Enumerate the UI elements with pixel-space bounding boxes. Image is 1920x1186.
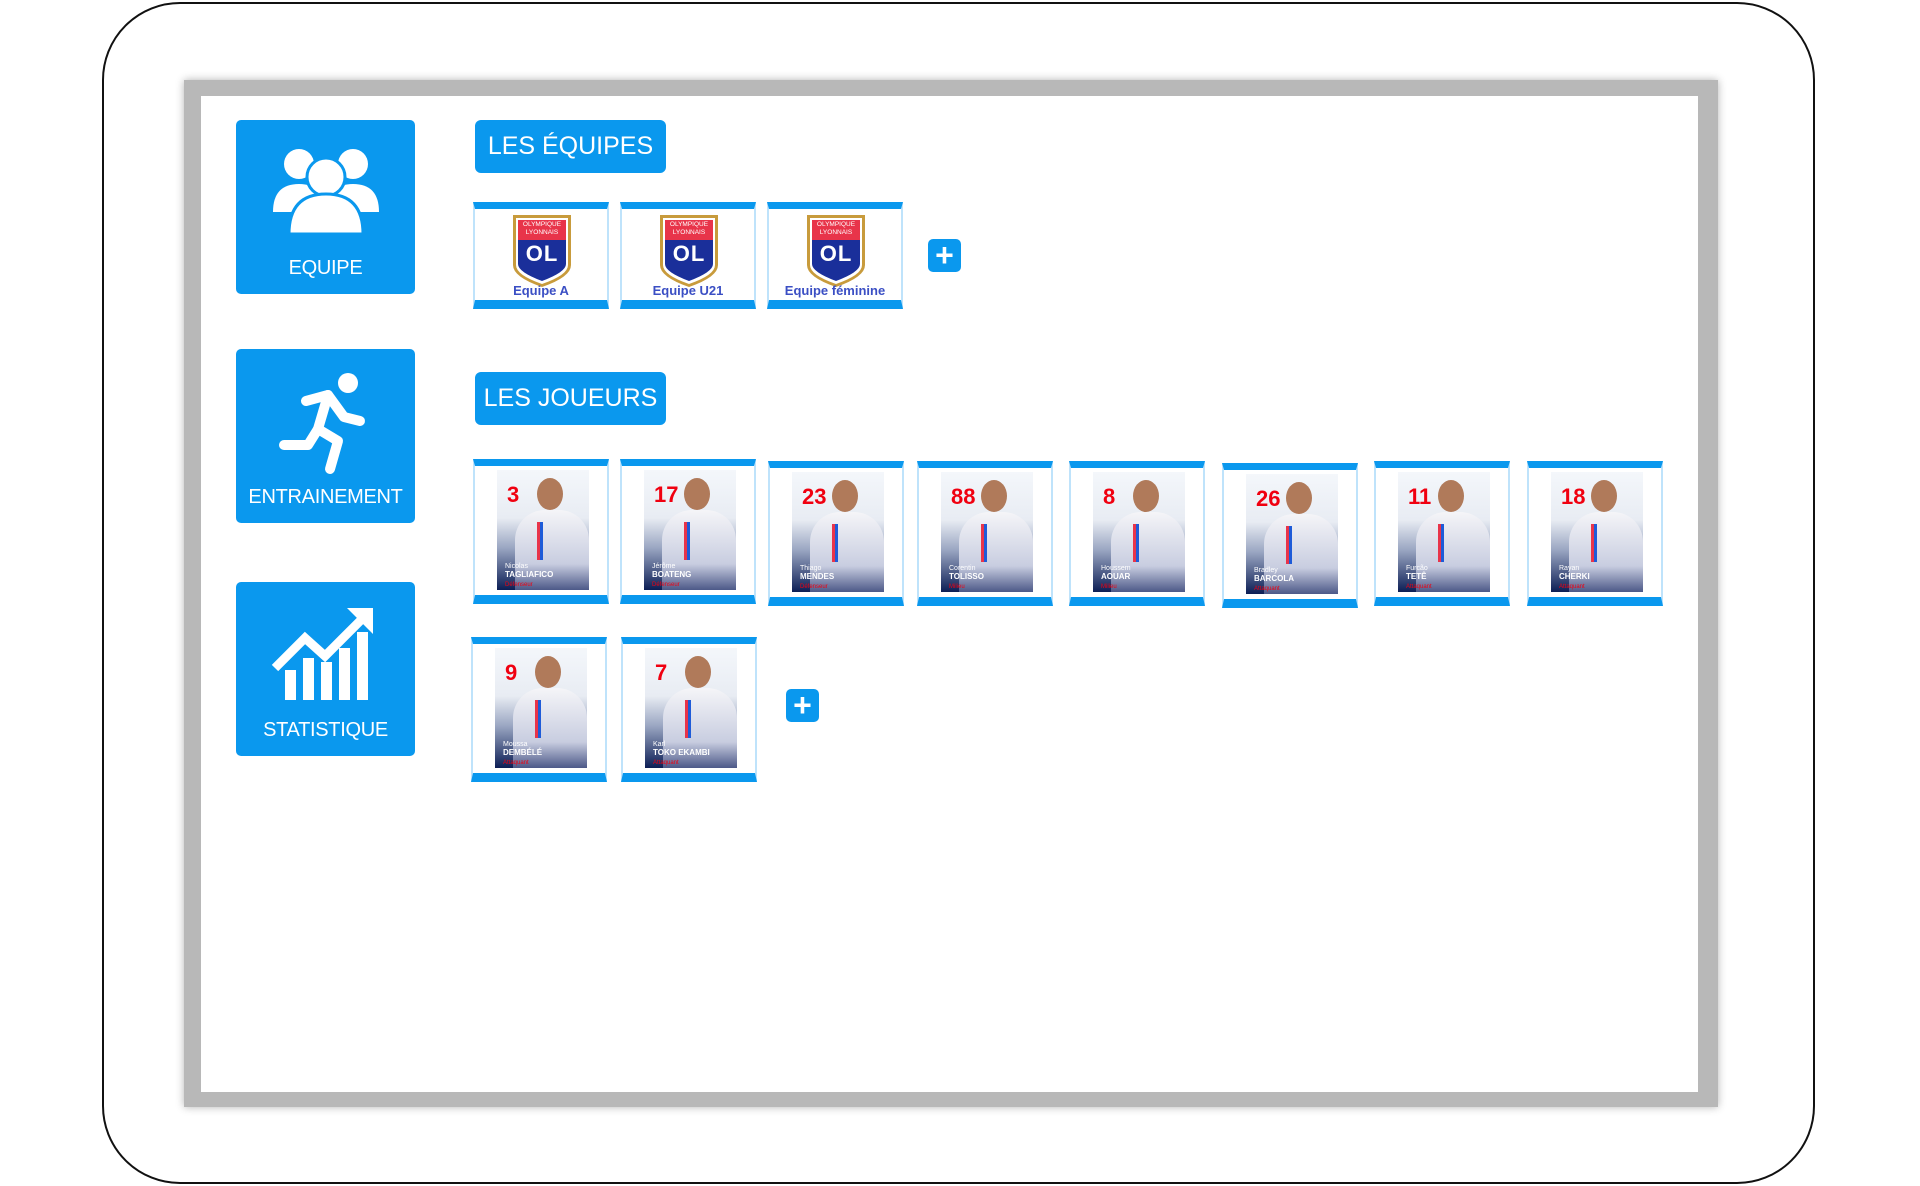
player-number: 17: [654, 482, 679, 507]
sidebar-item-label: EQUIPE: [288, 257, 363, 279]
player-position: Attaquant: [1406, 584, 1432, 590]
chart-growth-icon: [271, 608, 373, 700]
player-last-name: BOATENG: [652, 570, 692, 579]
team-name: Equipe féminine: [784, 283, 886, 298]
crest-text: OLYMPIQUE LYONNAIS OL: [522, 221, 562, 266]
ol-crest-logo: OLYMPIQUE LYONNAIS OL: [805, 213, 867, 289]
player-last-name: BARCOLA: [1254, 574, 1294, 583]
team-card[interactable]: OLYMPIQUE LYONNAIS OL Equipe U21: [620, 202, 756, 309]
player-number: 18: [1561, 484, 1586, 509]
player-last-name: DEMBÉLÉ: [503, 748, 543, 757]
player-number: 23: [802, 484, 827, 509]
player-last-name: TETÊ: [1406, 572, 1427, 581]
sidebar-item-label: STATISTIQUE: [263, 719, 388, 741]
player-first-name: Rayan: [1559, 565, 1580, 572]
player-last-name: TOKO EKAMBI: [653, 748, 710, 757]
player-position: Attaquant: [1559, 584, 1585, 590]
ol-crest-logo: OLYMPIQUE LYONNAIS OL: [511, 213, 573, 289]
users-icon: [272, 149, 379, 236]
crest-text: OLYMPIQUE LYONNAIS OL: [669, 221, 709, 266]
player-number: 3: [507, 482, 520, 507]
player-position: Milieu: [1101, 584, 1117, 590]
team-name: Equipe U21: [652, 283, 724, 298]
team-name: Equipe A: [513, 283, 569, 298]
player-first-name: Thiago: [800, 565, 822, 572]
add-player-button[interactable]: +: [786, 689, 819, 722]
running-icon: [278, 373, 365, 474]
crest-text: OLYMPIQUE LYONNAIS OL: [816, 221, 856, 266]
player-first-name: Karl: [653, 741, 666, 748]
player-position: Milieu: [949, 584, 965, 590]
teams-section-button[interactable]: LES ÉQUIPES: [475, 120, 666, 173]
player-first-name: Nicolas: [505, 563, 528, 570]
sidebar-item-entrainement[interactable]: ENTRAINEMENT: [236, 349, 415, 523]
player-first-name: Moussa: [503, 741, 528, 748]
player-position: Défenseur: [652, 582, 680, 588]
sidebar-item-equipe[interactable]: EQUIPE: [236, 120, 415, 294]
player-last-name: TAGLIAFICO: [505, 570, 554, 579]
ol-crest-logo: OLYMPIQUE LYONNAIS OL: [658, 213, 720, 289]
sidebar-item-label: ENTRAINEMENT: [248, 486, 403, 508]
player-number: 8: [1103, 484, 1116, 509]
player-number: 26: [1256, 486, 1281, 511]
player-first-name: Jérôme: [652, 563, 676, 570]
player-first-name: Corentin: [949, 565, 976, 572]
player-position: Défenseur: [800, 584, 828, 590]
player-first-name: Furcão: [1406, 565, 1428, 572]
player-position: Attaquant: [1254, 586, 1280, 592]
player-last-name: TOLISSO: [949, 572, 984, 581]
player-first-name: Bradley: [1254, 567, 1278, 574]
sidebar-item-statistique[interactable]: STATISTIQUE: [236, 582, 415, 756]
player-number: 88: [951, 484, 976, 509]
team-card[interactable]: OLYMPIQUE LYONNAIS OL Equipe féminine: [767, 202, 903, 309]
player-position: Attaquant: [503, 760, 529, 766]
player-last-name: CHERKI: [1559, 572, 1590, 581]
player-position: Défenseur: [505, 582, 533, 588]
player-last-name: AOUAR: [1101, 572, 1131, 581]
player-number: 9: [505, 660, 518, 685]
player-number: 7: [655, 660, 668, 685]
add-team-button[interactable]: +: [928, 239, 961, 272]
team-card[interactable]: OLYMPIQUE LYONNAIS OL Equipe A: [473, 202, 609, 309]
player-last-name: MENDES: [800, 572, 835, 581]
player-first-name: Houssem: [1101, 565, 1131, 572]
players-section-button[interactable]: LES JOUEURS: [475, 372, 666, 425]
player-number: 11: [1408, 484, 1432, 509]
player-position: Attaquant: [653, 760, 679, 766]
